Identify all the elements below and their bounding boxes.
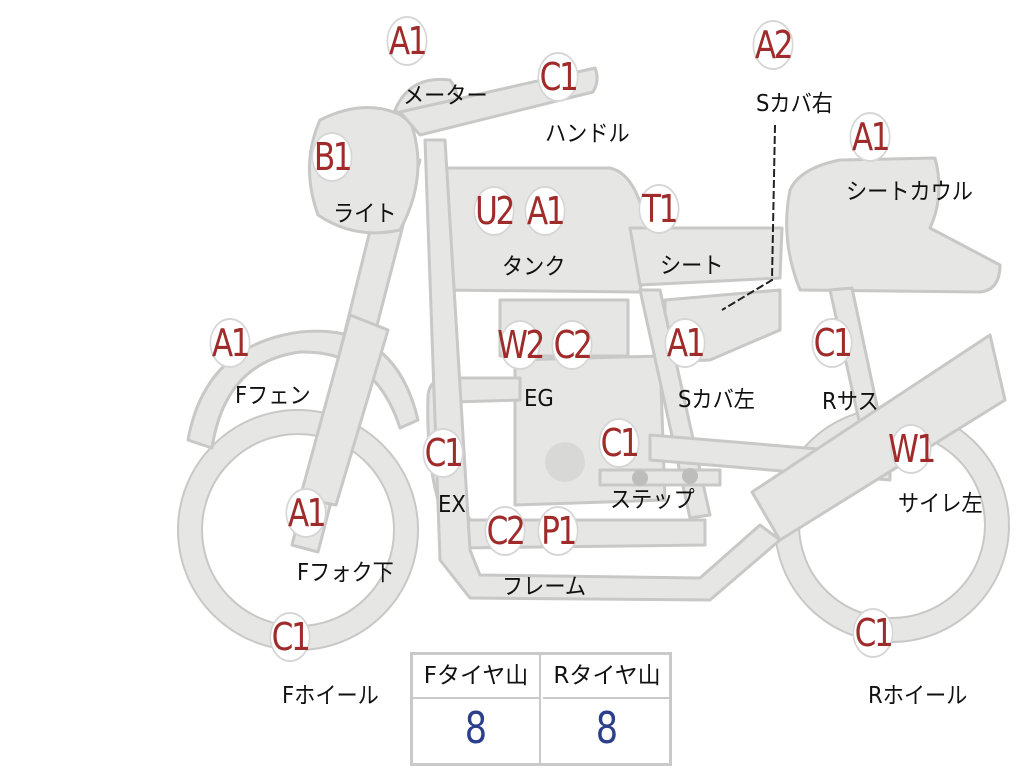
front-fender-code-badge: A1 [209, 318, 251, 368]
meter-label: メーター [403, 83, 488, 109]
front-fork-lower-code-badge: A1 [285, 488, 327, 538]
rear-wheel-label: Rホイール [868, 683, 968, 709]
step-code-badge: C1 [598, 418, 640, 468]
front-tire-column: Fタイヤ山 8 [413, 655, 541, 763]
rear-tire-column: Rタイヤ山 8 [543, 655, 671, 763]
seat-cowl-code-badge: A1 [849, 112, 891, 162]
front-tire-header: Fタイヤ山 [413, 655, 539, 699]
engine-code-badge-w2: W2 [497, 320, 545, 370]
exhaust-label: EX [438, 492, 466, 518]
rear-tire-value: 8 [595, 703, 619, 754]
rear-suspension-code-badge: C1 [811, 318, 853, 368]
seat-label: シート [660, 253, 724, 279]
muffler [750, 333, 1007, 542]
front-tire-value: 8 [464, 703, 488, 754]
seat [628, 226, 784, 287]
frame-code-badge-c2: C2 [484, 506, 526, 556]
side-cover-right-label: Sカバ右 [756, 91, 833, 117]
exhaust-code-badge: C1 [422, 428, 464, 478]
front-fender-label: Fフェン [235, 383, 311, 409]
frame [423, 138, 782, 602]
headlight-label: ライト [333, 201, 397, 227]
engine-label: EG [524, 386, 554, 412]
engine-code-badge-c2: C2 [551, 320, 593, 370]
rear-wheel-code-badge: C1 [852, 608, 894, 658]
step-label: ステップ [610, 487, 695, 513]
tank-label: タンク [502, 254, 566, 280]
tank-code-badge-a1: A1 [524, 186, 566, 236]
seat-cowl-label: シートカウル [846, 179, 973, 205]
front-fork-lower-label: Fフォク下 [297, 560, 394, 586]
handlebar-label: ハンドル [545, 121, 630, 147]
side-cover-right-code-badge: A2 [752, 20, 794, 70]
headlight-code-badge: B1 [311, 132, 353, 182]
tire-tread-table: Fタイヤ山 8 Rタイヤ山 8 [410, 652, 672, 766]
frame-label: フレーム [502, 574, 587, 600]
silencer-left-code-badge: W1 [888, 424, 936, 474]
front-wheel-label: Fホイール [282, 683, 379, 709]
tank-code-badge-u2: U2 [473, 186, 515, 236]
silencer-left-label: サイレ左 [898, 491, 983, 517]
front-wheel-code-badge: C1 [269, 612, 311, 662]
seat-cowl [785, 156, 1002, 294]
side-cover-left-code-badge: A1 [664, 318, 706, 368]
seat-code-badge: T1 [638, 184, 680, 234]
handlebar-code-badge: C1 [537, 52, 579, 102]
frame-code-badge-p1: P1 [537, 506, 579, 556]
meter-code-badge: A1 [386, 16, 428, 66]
side-cover-left-label: Sカバ左 [678, 387, 755, 413]
rear-tire-header: Rタイヤ山 [543, 655, 671, 699]
rear-suspension-label: Rサス [822, 389, 879, 415]
s-cover-right-pointer [721, 124, 776, 311]
